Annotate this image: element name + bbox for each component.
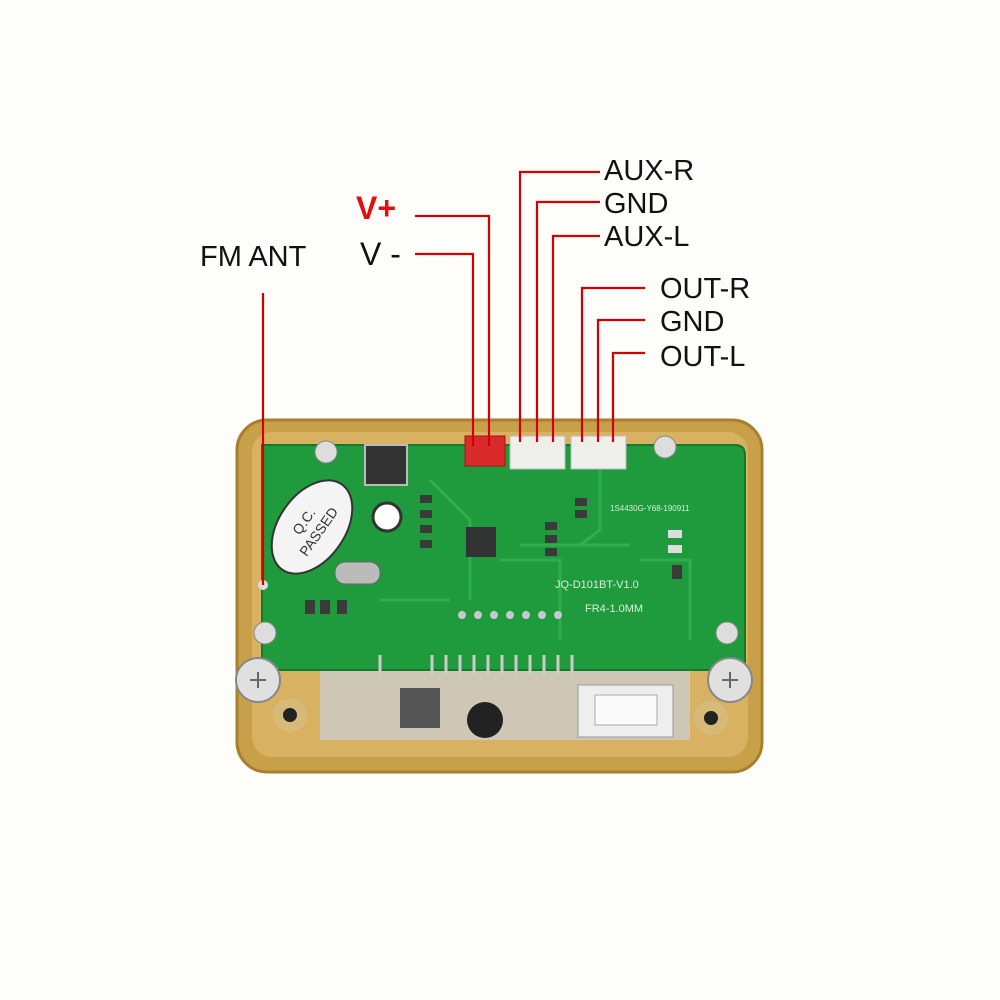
jack [467, 702, 503, 738]
line-v-plus [415, 214, 491, 446]
label-out-l: OUT-L [660, 341, 745, 373]
smd-parts [305, 495, 682, 614]
board-material-text: FR4-1.0MM [585, 603, 643, 615]
label-gnd-out: GND [660, 306, 724, 338]
line-out-l [611, 351, 645, 442]
qc-sticker: Q.C. PASSED [270, 479, 354, 575]
header-pins [378, 655, 574, 675]
capacitor [371, 501, 403, 533]
line-v-minus [415, 252, 475, 446]
board-serial-text: 1S4430G-Y68-190911 [610, 504, 690, 513]
label-fm-ant: FM ANT [200, 241, 307, 273]
line-out-r [580, 286, 645, 442]
board-model-text: JQ-D101BT-V1.0 [555, 579, 639, 591]
line-gnd-aux [535, 200, 600, 442]
label-v-minus: V - [360, 236, 401, 272]
line-aux-l [551, 234, 600, 442]
screws [235, 435, 753, 703]
pin-pads [458, 611, 562, 619]
label-out-r: OUT-R [660, 273, 750, 305]
main-ic [466, 527, 496, 557]
power-connector [464, 435, 506, 467]
callout-lines [261, 170, 645, 585]
label-gnd-aux: GND [604, 188, 668, 220]
crystal [334, 561, 381, 585]
label-aux-l: AUX-L [604, 221, 689, 253]
label-v-plus: V+ [356, 190, 396, 226]
pcb [261, 444, 746, 671]
line-gnd-out [596, 318, 645, 442]
label-aux-r: AUX-R [604, 155, 694, 187]
regulator-chip [364, 444, 408, 486]
line-aux-r [518, 170, 600, 442]
